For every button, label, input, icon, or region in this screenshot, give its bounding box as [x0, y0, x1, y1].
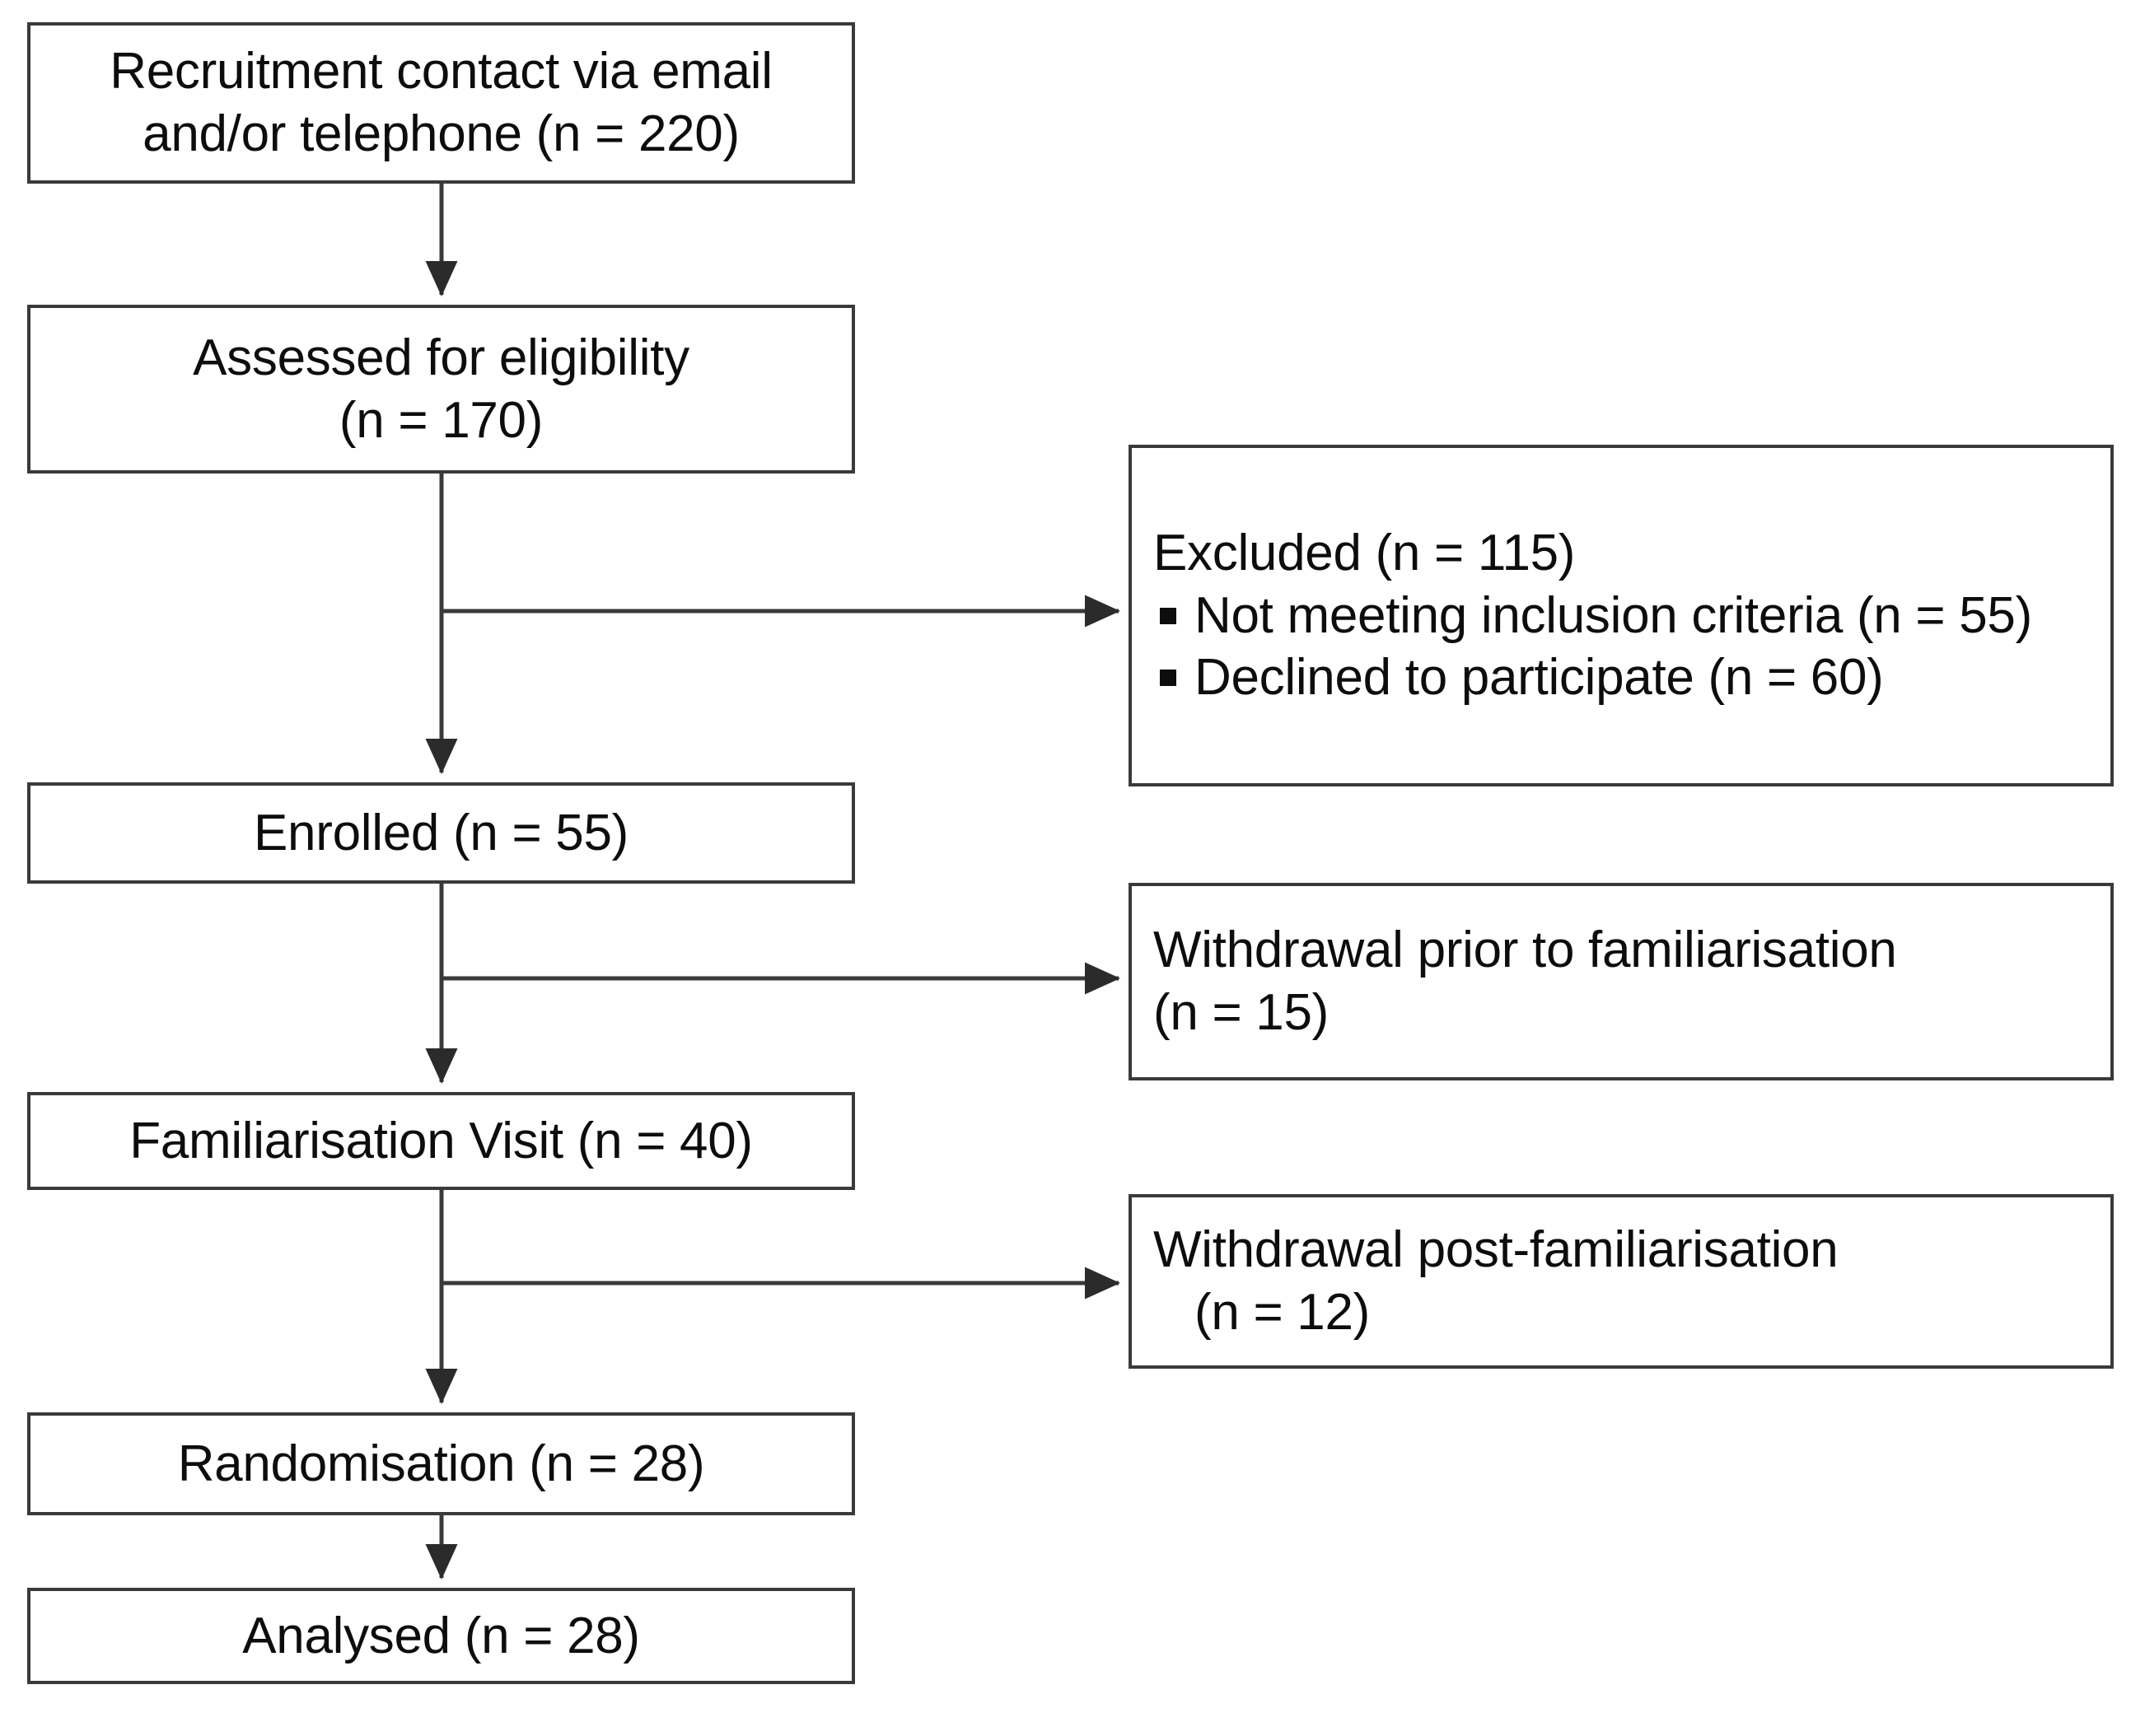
node-withdrawal-post-line-1: Withdrawal post-familiarisation	[1153, 1221, 1839, 1279]
node-enrolled-line-1: Enrolled (n = 55)	[254, 804, 629, 861]
node-analysed-line-1: Analysed (n = 28)	[242, 1607, 640, 1664]
node-excluded-bullet-1-sub: (n = 55)	[1856, 586, 2032, 644]
node-assessed-for-eligibility: Assessed for eligibility (n = 170)	[27, 305, 855, 474]
node-excluded-bullet-1-text: Not meeting inclusion criteria	[1194, 586, 1844, 644]
node-familiarisation-line-1: Familiarisation Visit (n = 40)	[129, 1112, 753, 1169]
node-withdrawal-prior-to-familiarisation: Withdrawal prior to familiarisation (n =…	[1129, 883, 2114, 1080]
node-recruitment: Recruitment contact via email and/or tel…	[27, 22, 855, 184]
node-recruitment-line-2: and/or telephone (n = 220)	[143, 105, 740, 162]
node-randomisation: Randomisation (n = 28)	[27, 1412, 855, 1515]
node-withdrawal-post-line-2: (n = 12)	[1194, 1284, 1370, 1341]
node-withdrawal-post-familiarisation: Withdrawal post-familiarisation (n = 12)	[1129, 1194, 2114, 1369]
node-randomisation-line-1: Randomisation (n = 28)	[177, 1435, 705, 1492]
node-enrolled: Enrolled (n = 55)	[27, 782, 855, 884]
bullet-square-icon	[1160, 607, 1176, 624]
node-analysed: Analysed (n = 28)	[27, 1588, 855, 1684]
bullet-square-icon	[1160, 670, 1176, 687]
node-assessed-line-2: (n = 170)	[339, 391, 544, 449]
node-excluded: Excluded (n = 115) Not meeting inclusion…	[1129, 445, 2114, 786]
node-recruitment-line-1: Recruitment contact via email	[110, 43, 773, 100]
node-familiarisation-visit: Familiarisation Visit (n = 40)	[27, 1092, 855, 1190]
node-withdrawal-pre-line-1: Withdrawal prior to familiarisation	[1153, 922, 1897, 979]
node-assessed-line-1: Assessed for eligibility	[193, 329, 689, 386]
node-excluded-bullet-1: Not meeting inclusion criteria (n = 55)	[1153, 585, 2032, 647]
node-excluded-bullet-2: Declined to participate (n = 60)	[1153, 646, 1884, 709]
node-excluded-heading: Excluded (n = 115)	[1153, 525, 1576, 582]
node-withdrawal-pre-line-2: (n = 15)	[1153, 984, 1329, 1041]
node-excluded-bullet-2-text: Declined to participate (n = 60)	[1194, 649, 1884, 707]
